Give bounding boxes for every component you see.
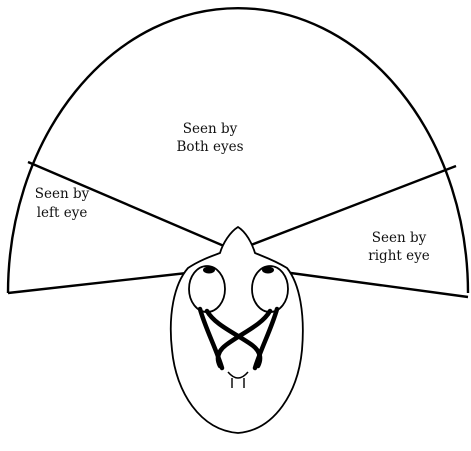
label-both-eyes-line1: Seen by [183, 121, 238, 137]
right-pupil [262, 267, 274, 274]
left-pupil [203, 267, 215, 274]
left-field-lower-boundary [8, 272, 196, 293]
label-both-eyes-line2: Both eyes [177, 139, 244, 155]
label-right-eye-line1: Seen by [372, 230, 427, 246]
label-left-eye-line1: Seen by [35, 186, 90, 202]
head-outline [171, 227, 303, 433]
label-right-eye-line2: right eye [368, 248, 429, 264]
right-field-lower-boundary [276, 271, 468, 297]
label-left-eye-line2: left eye [37, 205, 88, 221]
